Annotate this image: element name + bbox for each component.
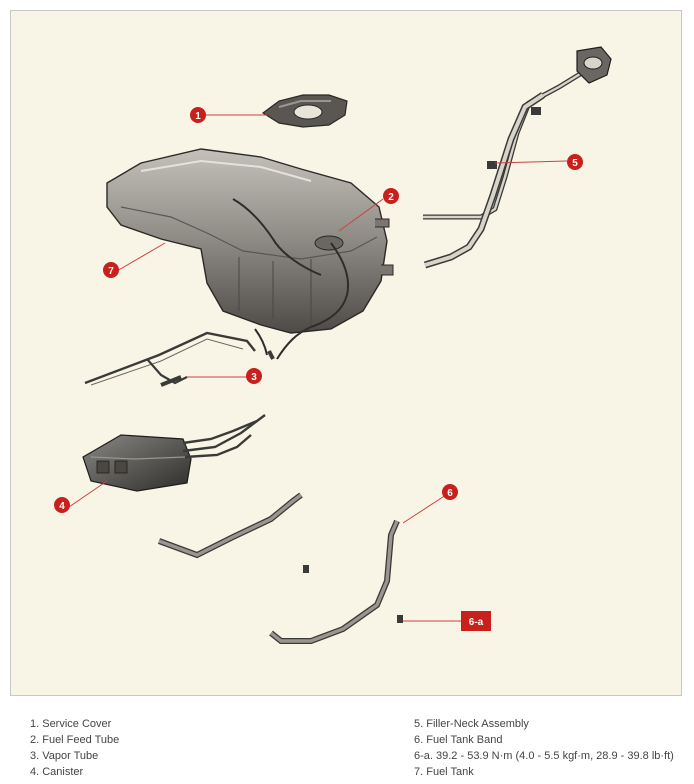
filler-neck-part — [423, 46, 612, 269]
callout-3: 3 — [246, 368, 262, 384]
callout-7-label: 7 — [108, 266, 114, 277]
callout-4: 4 — [54, 497, 70, 513]
callout-2-label: 2 — [388, 192, 394, 203]
service-cover-part — [261, 94, 348, 128]
fuel-tank-part — [106, 148, 394, 360]
legend-item: 6-a. 39.2 - 53.9 N·m (4.0 - 5.5 kgf·m, 2… — [414, 750, 674, 762]
callout-6-label: 6 — [447, 488, 453, 499]
canister-part — [82, 414, 266, 492]
callout-5: 5 — [567, 154, 583, 170]
diagram-canvas: 1 2 3 4 5 6 6-a 7 — [54, 46, 612, 644]
legend-item: 5. Filler-Neck Assembly — [414, 718, 529, 730]
band-bolt — [303, 565, 403, 623]
callout-6a: 6-a — [461, 611, 491, 631]
legend-item: 1. Service Cover — [30, 718, 112, 730]
callout-1: 1 — [190, 107, 206, 123]
callout-7: 7 — [103, 262, 119, 278]
legend-item: 6. Fuel Tank Band — [414, 734, 503, 746]
legend-left-column: 1. Service Cover 2. Fuel Feed Tube 3. Va… — [30, 716, 119, 780]
legend-item: 3. Vapor Tube — [30, 750, 99, 762]
vapor-tube-part — [84, 331, 275, 387]
legend-item: 4. Canister — [30, 766, 84, 778]
callout-5-label: 5 — [572, 158, 578, 169]
callout-1-label: 1 — [195, 111, 201, 122]
callout-2: 2 — [383, 188, 399, 204]
callout-6a-label: 6-a — [469, 617, 484, 628]
exploded-diagram: 1 2 3 4 5 6 6-a 7 — [10, 10, 682, 696]
legend-right-column: 5. Filler-Neck Assembly 6. Fuel Tank Ban… — [414, 716, 674, 780]
callout-3-label: 3 — [251, 372, 257, 383]
legend-item: 2. Fuel Feed Tube — [30, 734, 120, 746]
callout-6: 6 — [442, 484, 458, 500]
fuel-tank-band-part — [157, 492, 400, 644]
leader-lines — [68, 114, 568, 622]
legend-item: 7. Fuel Tank — [414, 766, 474, 778]
callout-4-label: 4 — [59, 501, 65, 512]
